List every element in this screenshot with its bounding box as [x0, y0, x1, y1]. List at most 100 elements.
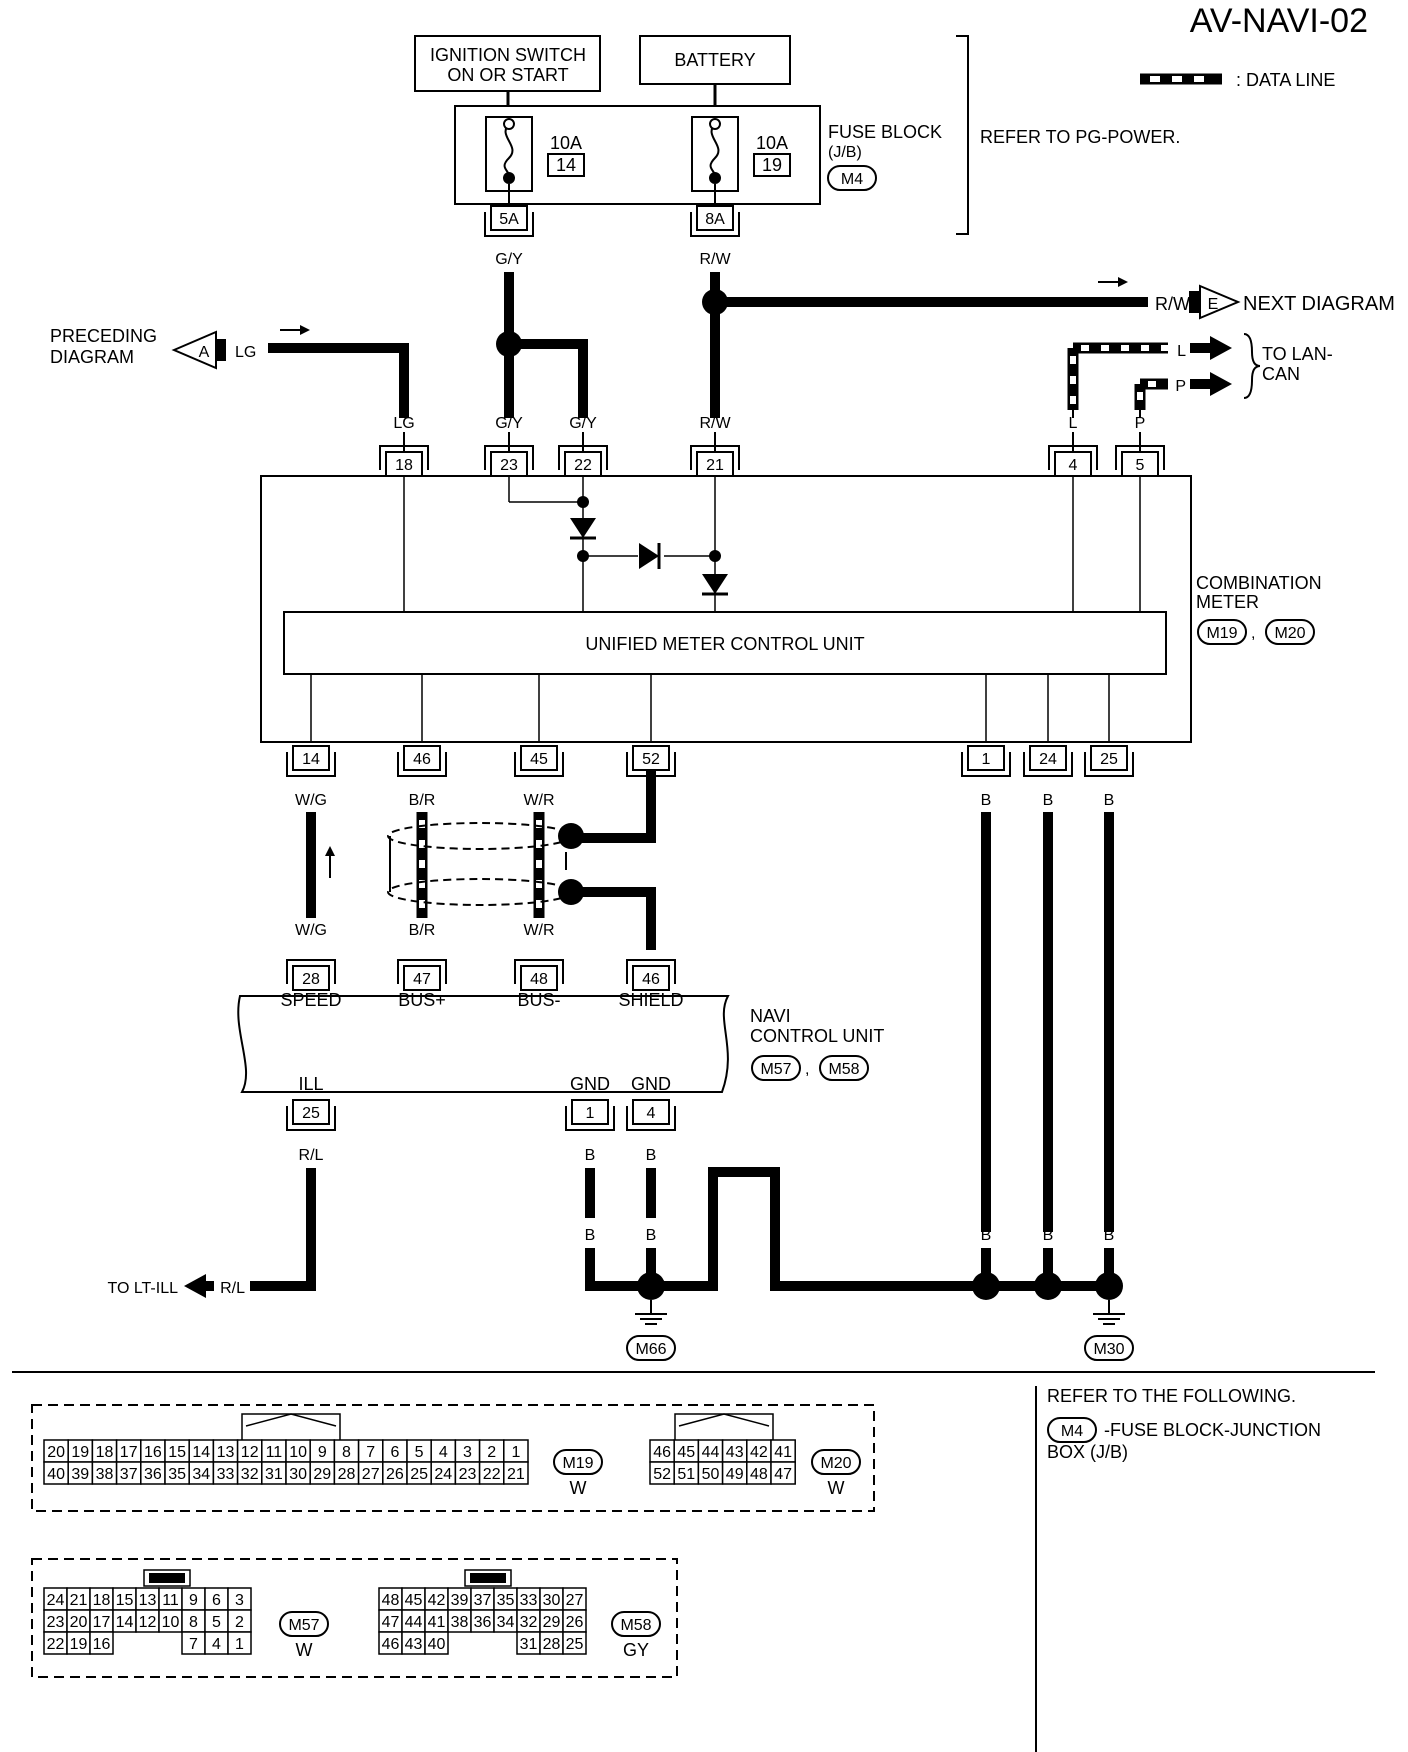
- pin-bracket: [397, 959, 447, 984]
- m20-pin: 49: [726, 1466, 744, 1483]
- m20-pin: 44: [702, 1444, 720, 1461]
- navi-bottom-pin: 4: [647, 1105, 656, 1122]
- connector-badge: [279, 1611, 329, 1637]
- connector-badge: [1047, 1417, 1097, 1443]
- refer-power-label: REFER TO PG-POWER.: [980, 127, 1180, 147]
- diagram-id: AV-NAVI-02: [1190, 2, 1368, 40]
- meter-bottom-pin: 52: [642, 751, 660, 768]
- m57-pin: 16: [93, 1636, 111, 1653]
- refer-description: -FUSE BLOCK-JUNCTION: [1104, 1420, 1321, 1440]
- data-line-gap: [1070, 396, 1076, 404]
- m19-cell: [503, 1461, 529, 1485]
- fuse-block: [454, 105, 821, 205]
- m19-pin: 29: [313, 1466, 331, 1483]
- m57-pin: 20: [70, 1614, 88, 1631]
- wire-color: G/Y: [495, 251, 523, 268]
- navi-top-pin: 46: [642, 971, 660, 988]
- ground-splice: [972, 1272, 1000, 1300]
- m57-pin: 3: [235, 1592, 244, 1609]
- m19-pin: 11: [266, 1444, 283, 1461]
- preceding-label: PRECEDING: [50, 326, 157, 346]
- connector-color: W: [296, 1640, 313, 1660]
- pin-bracket: [286, 1106, 336, 1131]
- pin-bracket: [514, 752, 564, 777]
- m19-pin: 23: [459, 1466, 477, 1483]
- m58-pin: 40: [428, 1636, 446, 1653]
- data-line-gap: [1070, 356, 1076, 364]
- next-diagram-label: NEXT DIAGRAM: [1243, 293, 1395, 315]
- m19-pin: 36: [144, 1466, 162, 1483]
- m57-pin: 4: [212, 1636, 221, 1653]
- flow-arrow-head: [325, 846, 335, 856]
- m19-pin: 3: [463, 1444, 472, 1461]
- wire-b: [585, 1248, 651, 1291]
- m58-cell: [562, 1631, 587, 1655]
- pin-box: [564, 451, 602, 477]
- arrow-right-icon: [1210, 336, 1232, 360]
- pin-bracket: [379, 445, 429, 470]
- m58-pin: 48: [382, 1592, 400, 1609]
- m19-pin: 7: [366, 1444, 375, 1461]
- meter-bottom-pin: 45: [530, 751, 548, 768]
- data-line-gap: [1137, 392, 1143, 400]
- m57-cell: [227, 1631, 252, 1655]
- m19-pin: 40: [47, 1466, 65, 1483]
- data-line-gap: [536, 840, 542, 848]
- m19-pin: 18: [96, 1444, 114, 1461]
- connector-face-id: M57: [288, 1617, 319, 1634]
- pin-box: [403, 745, 441, 771]
- m19-pin: 2: [487, 1444, 496, 1461]
- m19-pin: 22: [483, 1466, 501, 1483]
- flow-arrow-head: [300, 325, 310, 335]
- pin-bracket: [286, 959, 336, 984]
- wire-color: B: [1043, 1227, 1054, 1244]
- preceding-label: DIAGRAM: [50, 347, 134, 367]
- m58-pin: 32: [520, 1614, 538, 1631]
- lt-ill-label: TO LT-ILL: [107, 1280, 178, 1297]
- internal-splice: [577, 496, 589, 508]
- data-line-gap: [1141, 345, 1149, 351]
- pin-bracket: [397, 752, 447, 777]
- wire-color: L: [1177, 343, 1186, 360]
- diode-icon: [639, 543, 659, 569]
- connector-badge: [1265, 619, 1315, 645]
- offpage-letter: A: [199, 344, 210, 361]
- navi-terminal-label: BUS+: [398, 990, 446, 1010]
- data-line-gap: [1081, 345, 1089, 351]
- connector-badge: [626, 1335, 676, 1361]
- connector-badge: [611, 1611, 661, 1637]
- battery-label: BATTERY: [674, 50, 755, 70]
- m57-pin: 24: [47, 1592, 65, 1609]
- meter-connector: M19: [1206, 625, 1237, 642]
- m19-pin: 38: [96, 1466, 114, 1483]
- m58-pin: 46: [382, 1636, 400, 1653]
- m19-pin: 37: [120, 1466, 138, 1483]
- pin-box: [571, 1099, 609, 1125]
- data-line-gap: [419, 820, 425, 828]
- fuse-terminal: [503, 118, 515, 130]
- connector-lock: [241, 1413, 341, 1440]
- connector-badge: [751, 1055, 801, 1081]
- pin-bracket: [484, 445, 534, 470]
- m58-pin: 45: [405, 1592, 423, 1609]
- data-line-gap: [536, 820, 542, 828]
- connector-color: W: [828, 1478, 845, 1498]
- m57-cell: [89, 1631, 114, 1655]
- data-line-legend: : DATA LINE: [1236, 70, 1335, 90]
- fuse-terminal: [709, 118, 721, 130]
- m19-pin: 24: [434, 1466, 452, 1483]
- m19-pin: 15: [168, 1444, 186, 1461]
- ignition-label: IGNITION SWITCH: [430, 45, 586, 65]
- data-line-gap: [1070, 376, 1076, 384]
- combination-meter-label: COMBINATION: [1196, 573, 1322, 593]
- wire-color: R/L: [299, 1147, 324, 1164]
- connector-lock: [464, 1569, 512, 1587]
- meter-bottom-pin: 46: [413, 751, 431, 768]
- data-line-gap: [1172, 76, 1182, 82]
- navi-terminal-label: BUS-: [517, 990, 560, 1010]
- m19-pin: 5: [415, 1444, 424, 1461]
- wire-color: B/R: [409, 922, 436, 939]
- unified-meter-label: UNIFIED METER CONTROL UNIT: [585, 634, 864, 654]
- arrow-right-icon: [1210, 372, 1232, 396]
- pin-bracket: [1115, 445, 1165, 470]
